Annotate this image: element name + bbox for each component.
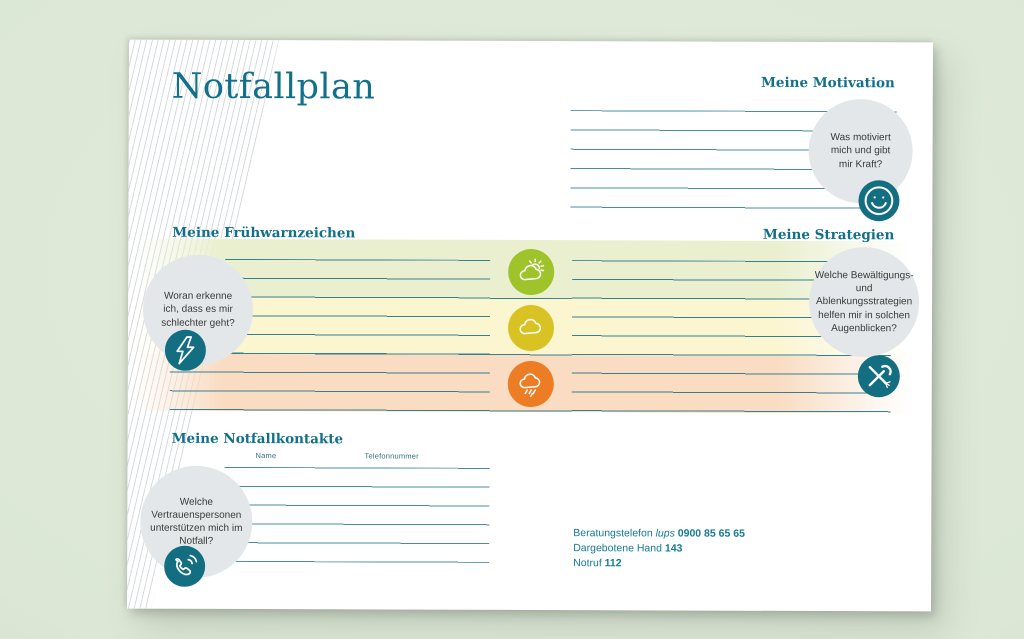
- rain-cloud-icon: [507, 360, 554, 408]
- section-heading-strategien: Meine Strategien: [762, 226, 895, 244]
- motivation-question-text: Was motiviert mich und gibt mir Kraft?: [830, 132, 891, 170]
- hotline-beratungstelefon: Beratungstelefon lups 0900 85 65 65: [573, 526, 745, 542]
- fruehwarnzeichen-question-text: Woran erkenne ich, dass es mir schlechte…: [161, 290, 235, 329]
- sun-cloud-icon: [508, 248, 555, 296]
- strategien-question-bubble: Welche Bewältigungs- und Ablenkungsstrat…: [808, 246, 920, 358]
- section-heading-motivation: Meine Motivation: [760, 74, 895, 92]
- page-title: Notfallplan: [171, 66, 376, 108]
- hotline-label: Notruf: [573, 557, 602, 570]
- column-header-telefonnummer: Telefonnummer: [364, 451, 419, 461]
- column-header-name: Name: [255, 451, 277, 461]
- hotline-label: Dargebotene Hand: [573, 542, 662, 555]
- cloud-icon: [507, 304, 555, 352]
- hotline-org: lups: [655, 527, 675, 540]
- notfallkontakte-question-text: Welche Vertrauenspersonen unterstützen m…: [150, 496, 243, 548]
- hotline-number: 143: [664, 542, 683, 555]
- hotline-notruf: Notruf 112: [573, 556, 745, 572]
- hotline-number: 0900 85 65 65: [677, 527, 745, 540]
- emergency-hotlines: Beratungstelefon lups 0900 85 65 65 Darg…: [573, 526, 745, 572]
- smiley-icon: [858, 180, 900, 222]
- notfallplan-page: Notfallplan Meine Motivation Meine Frühw…: [127, 39, 933, 612]
- hotline-dargebotene-hand: Dargebotene Hand 143: [573, 541, 745, 557]
- lightning-icon: [164, 329, 206, 371]
- section-heading-fruehwarnzeichen: Meine Frühwarnzeichen: [172, 224, 356, 242]
- hotline-label: Beratungstelefon: [573, 527, 653, 540]
- fruehwarnzeichen-writing-lines: [224, 258, 491, 355]
- tools-icon: [857, 355, 900, 398]
- section-heading-notfallkontakte: Meine Notfallkontakte: [171, 430, 344, 448]
- fruehwarnzeichen-writing-lines: [169, 352, 490, 412]
- notfallkontakte-writing-lines: [224, 466, 490, 563]
- phone-icon: [164, 545, 206, 587]
- hotline-number: 112: [604, 557, 622, 570]
- strategien-question-text: Welche Bewältigungs- und Ablenkungsstrat…: [814, 270, 914, 335]
